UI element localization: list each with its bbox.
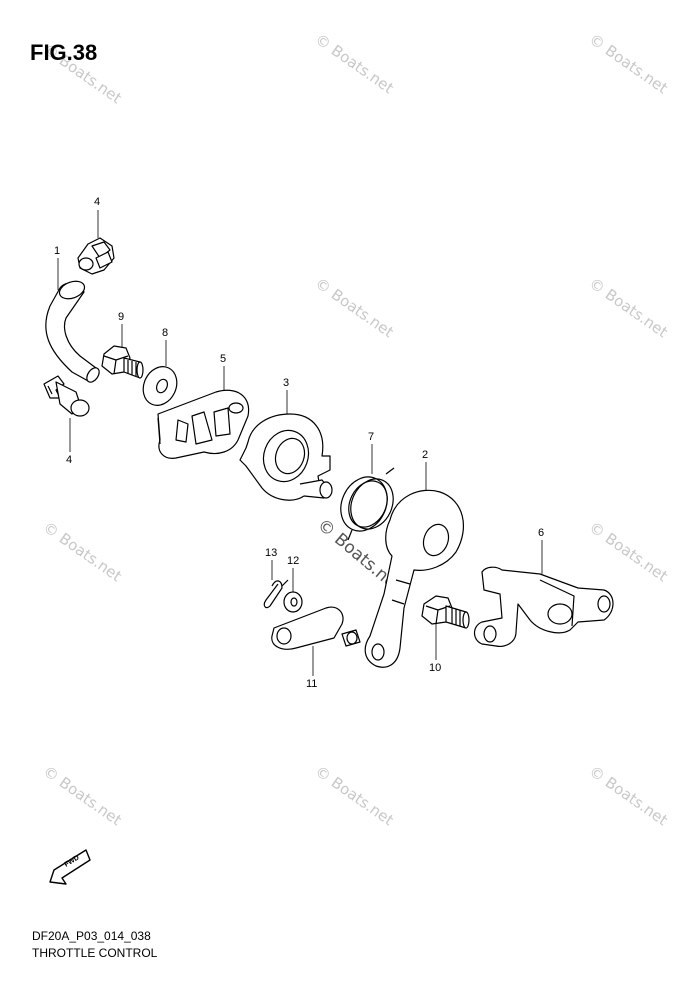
callout-2: 2 xyxy=(422,449,429,461)
callout-6: 6 xyxy=(538,527,545,539)
bracket-part-5 xyxy=(157,389,250,459)
callout-4-upper: 4 xyxy=(94,196,101,208)
bolt-part-9 xyxy=(101,345,144,379)
figure-title: FIG.38 xyxy=(30,40,98,65)
diagram-caption: THROTTLE CONTROL xyxy=(32,946,158,960)
washer-part-12 xyxy=(283,591,303,613)
washer-part-8 xyxy=(142,366,178,406)
lever-part-2 xyxy=(364,489,464,668)
bolt-part-10 xyxy=(421,595,470,629)
callout-5: 5 xyxy=(220,353,227,365)
callout-8: 8 xyxy=(162,327,169,339)
callout-1: 1 xyxy=(54,245,61,257)
callout-7: 7 xyxy=(368,431,375,443)
callout-3: 3 xyxy=(283,377,290,389)
callout-10: 10 xyxy=(429,662,442,674)
hose-part-1 xyxy=(45,280,100,383)
leader-lines xyxy=(57,210,543,676)
clip-part-4-upper xyxy=(77,237,115,275)
callout-11: 11 xyxy=(306,678,318,690)
clip-part-4-lower xyxy=(43,375,90,417)
forward-arrow-icon xyxy=(49,849,91,885)
spring-part-7 xyxy=(340,467,395,541)
callout-13: 13 xyxy=(265,547,278,559)
diagram-code: DF20A_P03_014_038 xyxy=(32,929,151,943)
clip-part-13 xyxy=(263,579,289,609)
link-part-11 xyxy=(271,606,361,650)
callout-4-lower: 4 xyxy=(66,454,73,466)
callout-9: 9 xyxy=(118,311,125,323)
cam-plate-part-3 xyxy=(239,413,333,501)
callout-12: 12 xyxy=(287,555,300,567)
link-bracket-part-6 xyxy=(473,566,614,647)
